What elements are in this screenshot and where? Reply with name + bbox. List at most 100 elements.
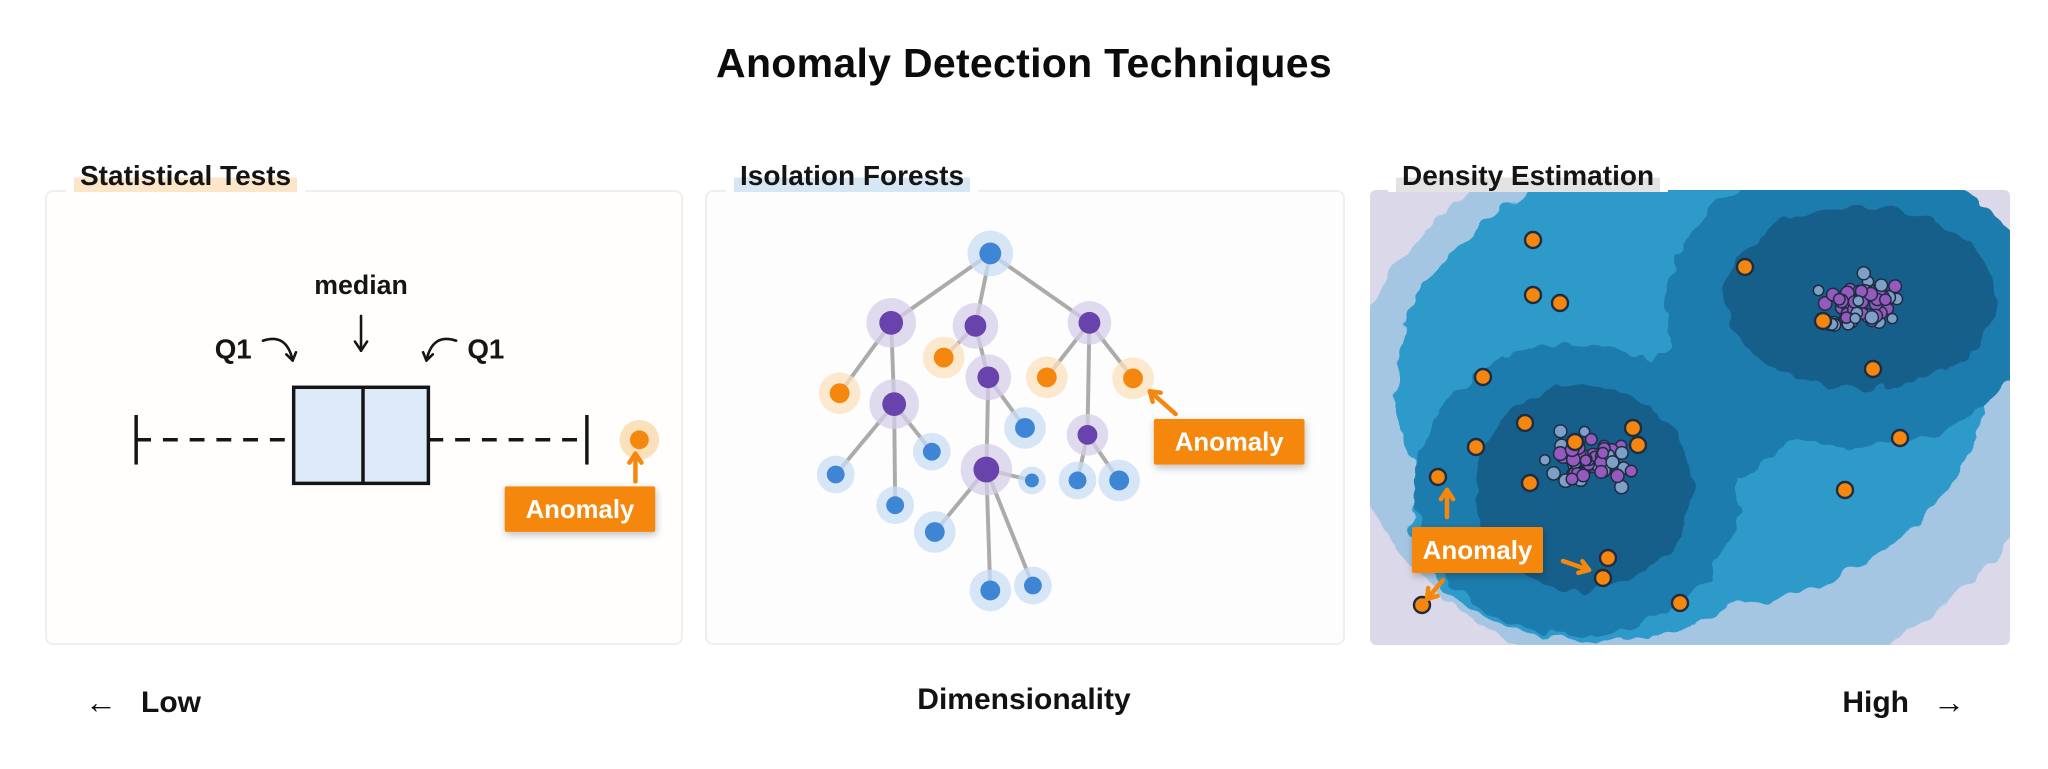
median-label: median [314,270,408,300]
cluster-point [1886,312,1899,325]
cluster-point [1553,424,1568,439]
anomaly-arrow [1560,558,1592,576]
panel-isolation-forests: Anomaly [705,190,1345,645]
cluster-point [1874,278,1889,293]
isolation-tree-figure: Anomaly [816,230,1305,612]
anomaly-arrow [1147,389,1178,417]
density-outlier-point [1598,548,1618,568]
q1-right-curl-arrow [421,337,458,362]
cluster-point [1584,432,1598,446]
density-outlier-point [1515,413,1535,433]
cluster-point [1596,446,1610,460]
outlier-points [1412,230,1910,615]
right-arrow-icon: → [1933,684,1965,720]
cluster-point [1565,472,1579,486]
cluster-point [1624,464,1638,478]
tree-node [1025,473,1039,488]
anomaly-label-text: Anomaly [1175,429,1284,457]
tree-node [1015,417,1035,438]
tree-node [1109,470,1130,491]
density-outlier-point [1550,293,1570,313]
cluster-point [1579,454,1592,467]
tree-node [826,465,845,484]
tree-node [977,366,1000,389]
tree-node [973,456,1000,483]
tree-node-anomaly [829,383,850,404]
panel-title-isolation-forests: Isolation Forests [726,160,979,192]
tree-node-anomaly [1036,367,1057,388]
boxplot [134,385,589,486]
cluster-point [1817,296,1833,311]
density-outlier-point [1466,437,1486,457]
density-outlier-point [1520,473,1540,493]
outlier-point [629,430,649,450]
cluster-point [1614,445,1629,460]
tree-node-anomaly [1123,368,1143,389]
cluster-point [1888,279,1903,294]
cluster-point [1610,468,1625,484]
density-outlier-point [1523,230,1543,250]
cluster-point [1594,464,1609,479]
cluster-point [1878,293,1892,307]
arrow-head [1580,558,1592,573]
density-outlier-point [1565,432,1585,452]
cluster-point [1864,310,1880,325]
curl-path [261,337,294,362]
q1-right-label: Q1 [467,334,504,365]
arrow-head [284,353,294,362]
curl-path [425,337,458,362]
median-arrow [353,314,369,352]
density-outlier-point [1623,418,1643,438]
anomaly-arrow [1438,487,1456,520]
panel-title-statistical-tests: Statistical Tests [66,160,306,192]
tree-halos [816,230,1154,612]
axis-low-label: ←Low [85,683,201,720]
anomaly-label-box [504,486,656,532]
cluster-point [1849,312,1862,325]
density-outlier-point [1428,467,1448,487]
cluster-point [1832,292,1846,306]
density-outlier-point [1890,428,1910,448]
anomaly-label: Anomaly [1412,527,1543,573]
arrow-shaft [1560,558,1592,573]
tree-node [1024,576,1042,595]
page-title: Anomaly Detection Techniques [716,40,1332,86]
tree-node [882,392,907,417]
tree-nodes [826,242,1143,601]
anomaly-label: Anomaly [504,486,656,532]
cluster-point [1852,294,1865,307]
anomaly-label-text: Anomaly [526,496,635,524]
anomaly-label-box [1412,527,1543,573]
tree-node [979,242,1002,265]
cluster-point [1605,455,1620,470]
low-text: Low [141,686,201,719]
density-outlier-point [1670,593,1690,613]
tree-node [1077,424,1098,445]
arrow-head [425,353,435,362]
density-map-figure: Anomaly [1370,190,2010,645]
arrow-head [353,340,363,352]
panel-title-density-estimation: Density Estimation [1388,160,1669,192]
density-outlier-point [1593,568,1613,588]
tree-node [1078,311,1101,334]
density-outlier-point [1523,285,1543,305]
density-outlier-point [1735,257,1755,277]
axis-high-label: High→ [1842,683,1965,720]
tree-node [879,310,904,335]
arrow-head [359,340,369,352]
anomaly-label: Anomaly [1153,418,1305,465]
density-outlier-point [1863,359,1883,379]
cluster-point [1578,425,1591,438]
panel-density-estimation: Anomaly [1370,190,2010,645]
iqr-box [291,385,431,486]
arrow-head [1147,389,1155,405]
arrow-shaft [1147,389,1178,417]
density-outlier-point [1813,311,1833,331]
anomaly-label-text: Anomaly [1423,535,1533,565]
tree-node [922,442,941,461]
tree-node [1068,471,1087,490]
axis-dimensionality-label: Dimensionality [917,683,1131,716]
